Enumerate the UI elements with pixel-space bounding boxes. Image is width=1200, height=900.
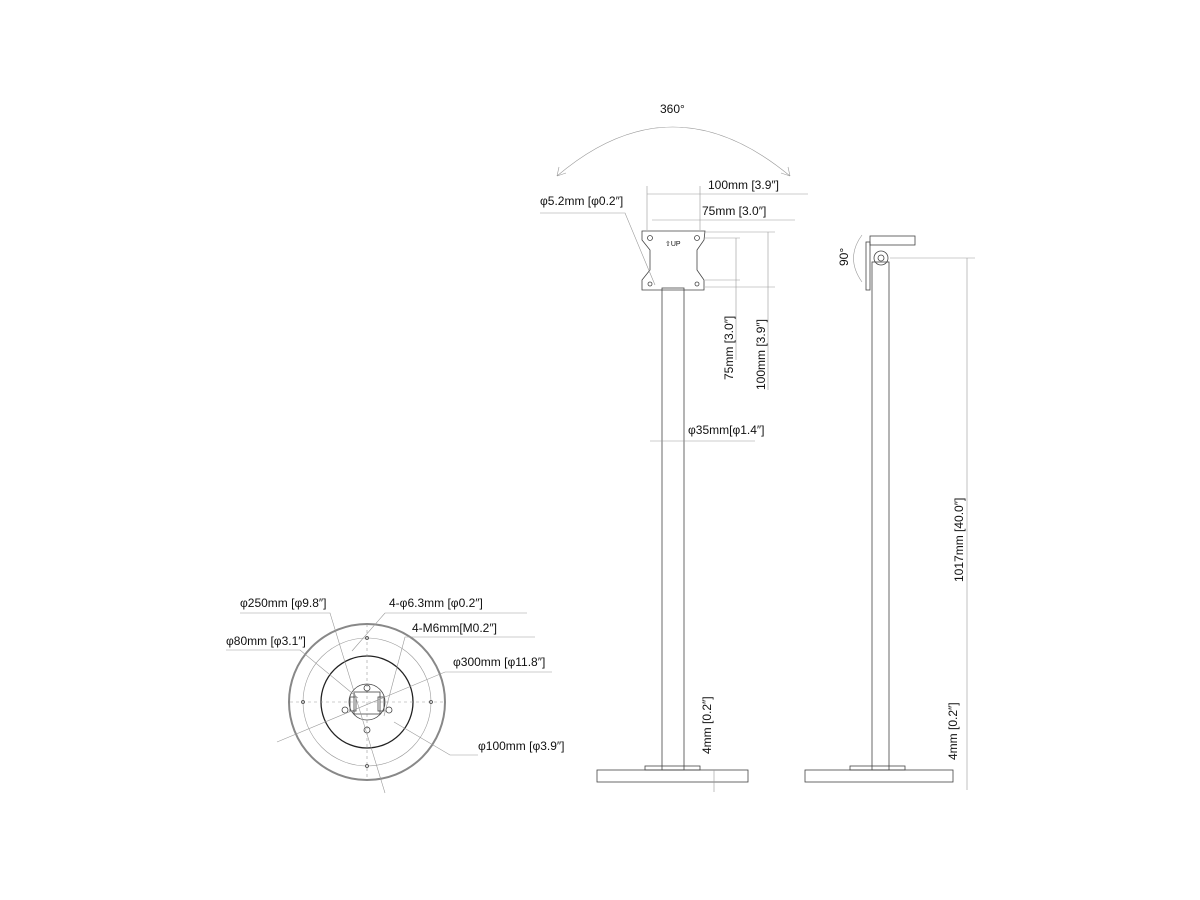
base-top-view: φ250mm [φ9.8″] 4-φ6.3mm [φ0.2″] φ80mm [φ… xyxy=(226,596,565,794)
leader-threads xyxy=(383,636,535,717)
inner-diameter-label: φ80mm [φ3.1″] xyxy=(226,634,306,648)
up-marker: ⇧UP xyxy=(665,240,681,248)
base-thickness-label: 4mm [0.2″] xyxy=(700,696,714,754)
vesa-width-75-label: 75mm [3.0″] xyxy=(702,204,766,218)
threads-label: 4-M6mm[M0.2″] xyxy=(412,621,497,635)
tilt-knob xyxy=(873,250,889,266)
bracket-side-right xyxy=(377,696,385,712)
side-view: 90° 1017mm [40.0″] 4mm [0.2″] xyxy=(804,234,975,790)
rotation-label: 360° xyxy=(660,102,685,116)
hole-marker xyxy=(365,764,369,768)
base-flange xyxy=(644,765,701,771)
tilt-knob-center xyxy=(877,254,885,262)
pole xyxy=(661,287,685,771)
leader-outer xyxy=(276,671,552,743)
bracket-side-left xyxy=(349,696,357,712)
bolt-circle-label: φ250mm [φ9.8″] xyxy=(240,596,327,610)
pole-diameter-label: φ35mm[φ1.4″] xyxy=(688,423,765,437)
side-pole xyxy=(871,261,890,771)
bolt-hole xyxy=(385,706,393,714)
rotation-arc xyxy=(556,126,791,177)
vesa-plate xyxy=(641,230,706,291)
base-plate xyxy=(596,769,749,783)
plate-diameter-label: φ100mm [φ3.9″] xyxy=(478,739,565,753)
bolt-hole xyxy=(341,706,349,714)
vesa-height-75-label: 75mm [3.0″] xyxy=(722,316,736,380)
vesa-hole xyxy=(694,281,700,287)
tilt-arc xyxy=(853,234,863,283)
leader-plate xyxy=(393,721,478,756)
hole-marker xyxy=(365,636,369,640)
hole-diameter-label: φ5.2mm [φ0.2″] xyxy=(540,194,623,208)
holes-label: 4-φ6.3mm [φ0.2″] xyxy=(389,596,483,610)
side-base-plate xyxy=(804,769,954,783)
leader-inner xyxy=(226,649,359,699)
mount-bracket xyxy=(353,691,381,715)
vesa-hole xyxy=(647,235,653,241)
rotation-arrowheads xyxy=(556,166,791,177)
tilt-head xyxy=(869,235,916,246)
front-view: 360° ⇧UP 100mm [3.9″] 75mm [3.0″] φ5.2mm… xyxy=(540,102,808,792)
side-base-thickness-label: 4mm [0.2″] xyxy=(946,702,960,760)
hole-marker xyxy=(429,700,433,704)
outer-diameter-label: φ300mm [φ11.8″] xyxy=(453,655,545,669)
leader-bolt-circle xyxy=(240,612,386,794)
side-plate xyxy=(865,241,871,291)
side-base-flange xyxy=(849,765,906,771)
bolt-hole xyxy=(363,684,371,692)
leader-hole-diameter xyxy=(540,212,656,286)
height-label: 1017mm [40.0″] xyxy=(952,498,966,582)
hole-marker xyxy=(301,700,305,704)
bolt-hole xyxy=(363,726,371,734)
vesa-hole xyxy=(694,235,700,241)
vesa-hole xyxy=(647,281,653,287)
leader-holes xyxy=(351,612,527,652)
tilt-label: 90° xyxy=(837,248,851,266)
vesa-height-100-label: 100mm [3.9″] xyxy=(754,319,768,390)
vesa-width-100-label: 100mm [3.9″] xyxy=(708,178,779,192)
